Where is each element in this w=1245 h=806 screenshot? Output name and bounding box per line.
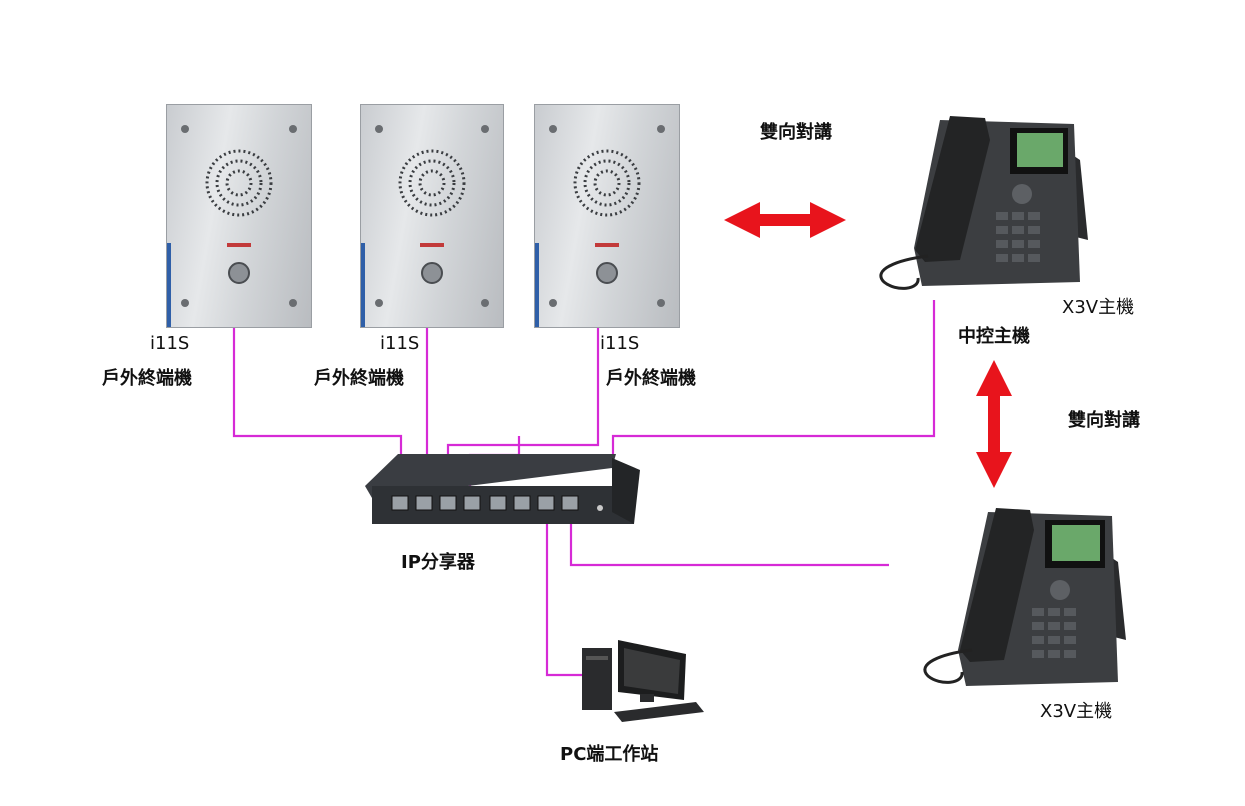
second-phone-model: X3V主機 bbox=[1040, 701, 1113, 722]
cable-second-phone bbox=[569, 520, 889, 567]
switch-label: IP分享器 bbox=[401, 552, 475, 573]
speaker-grille-icon bbox=[181, 125, 297, 307]
side-link-label: 雙向對講 bbox=[1068, 410, 1140, 431]
panel-edge bbox=[535, 242, 539, 327]
intercom-panel-3 bbox=[534, 104, 680, 328]
terminal-2-model: i11S bbox=[380, 333, 420, 354]
panel-edge bbox=[167, 242, 171, 327]
cable-pc bbox=[545, 520, 582, 677]
top-link-label: 雙向對講 bbox=[760, 122, 832, 143]
pc-label: PC端工作站 bbox=[560, 744, 659, 765]
horizontal-double-arrow bbox=[724, 202, 846, 238]
cable-main-phone bbox=[611, 300, 936, 462]
main-phone-model: X3V主機 bbox=[1062, 297, 1135, 318]
intercom-panel-1 bbox=[166, 104, 312, 328]
speaker-grille-icon bbox=[549, 125, 665, 307]
terminal-1-model: i11S bbox=[150, 333, 190, 354]
main-phone-role: 中控主機 bbox=[958, 326, 1030, 347]
panel-edge bbox=[361, 242, 365, 327]
terminal-3-model: i11S bbox=[600, 333, 640, 354]
terminal-2-type: 戶外終端機 bbox=[314, 368, 404, 389]
terminal-1-type: 戶外終端機 bbox=[102, 368, 192, 389]
speaker-grille-icon bbox=[375, 125, 489, 307]
intercom-panel-2 bbox=[360, 104, 504, 328]
vertical-double-arrow bbox=[976, 360, 1012, 488]
terminal-3-type: 戶外終端機 bbox=[606, 368, 696, 389]
